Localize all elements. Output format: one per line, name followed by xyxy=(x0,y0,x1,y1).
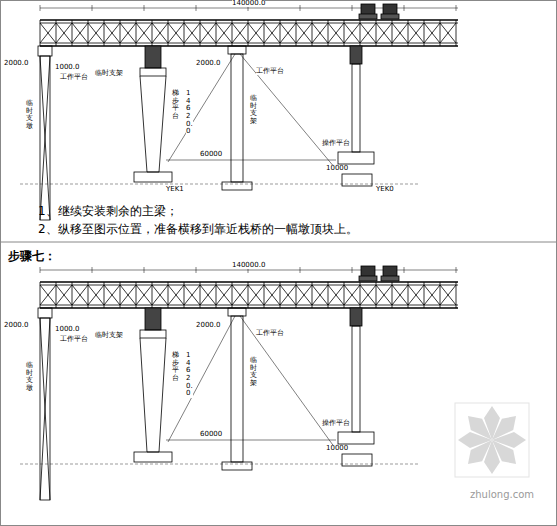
step-panel: 步骤七： xyxy=(0,243,557,526)
platform-label: 工作平台 xyxy=(60,74,88,81)
watermark: zhulong.com xyxy=(470,490,534,500)
step-panel: 1、继续安装剩余的主梁；2、纵移至图示位置，准备横移到靠近栈桥的一幅墩顶块上。 xyxy=(0,0,557,242)
pier-code: YEK1 xyxy=(166,186,184,193)
platform-label: 操作平台 xyxy=(322,420,350,427)
dimension: 2000.0 xyxy=(4,60,29,67)
dimension: 14620.0 xyxy=(186,90,193,136)
support-label: 临时支架 xyxy=(95,332,123,339)
dimension: 140000.0 xyxy=(232,0,265,7)
support-label: 临时支墩 xyxy=(26,362,33,393)
support-label: 临时支架 xyxy=(250,95,257,126)
dimension: 1000.0 xyxy=(55,64,80,71)
dimension: 2000.0 xyxy=(196,322,221,329)
panel-divider xyxy=(0,242,557,243)
dimension: 2000.0 xyxy=(4,322,29,329)
platform-label: 工作平台 xyxy=(256,68,284,75)
dimension: 60000 xyxy=(200,431,222,438)
dimension: 140000.0 xyxy=(232,262,265,269)
platform-label: 工作平台 xyxy=(256,330,284,337)
step-note: 1、继续安装剩余的主梁； xyxy=(38,202,557,220)
support-label: 临时支架 xyxy=(250,357,257,388)
dimension: 10000 xyxy=(326,445,348,452)
dimension: 14620.0 xyxy=(186,352,193,398)
step-heading: 步骤七： xyxy=(8,247,557,265)
support-label: 临时支墩 xyxy=(26,100,33,131)
dimension: 60000 xyxy=(200,151,222,158)
platform-label: 梯步平台 xyxy=(172,352,179,383)
pier-code: YEK0 xyxy=(376,186,394,193)
platform-label: 梯步平台 xyxy=(172,90,179,121)
watermark-logo xyxy=(455,403,529,477)
dimension: 10000 xyxy=(326,165,348,172)
platform-label: 操作平台 xyxy=(322,140,350,147)
support-label: 临时支架 xyxy=(95,70,123,77)
step-note: 2、纵移至图示位置，准备横移到靠近栈桥的一幅墩顶块上。 xyxy=(38,220,557,238)
gantry-drawing xyxy=(20,266,458,500)
dimension: 2000.0 xyxy=(196,60,221,67)
gantry-drawing xyxy=(20,4,458,220)
platform-label: 工作平台 xyxy=(60,336,88,343)
dimension: 1000.0 xyxy=(55,326,80,333)
